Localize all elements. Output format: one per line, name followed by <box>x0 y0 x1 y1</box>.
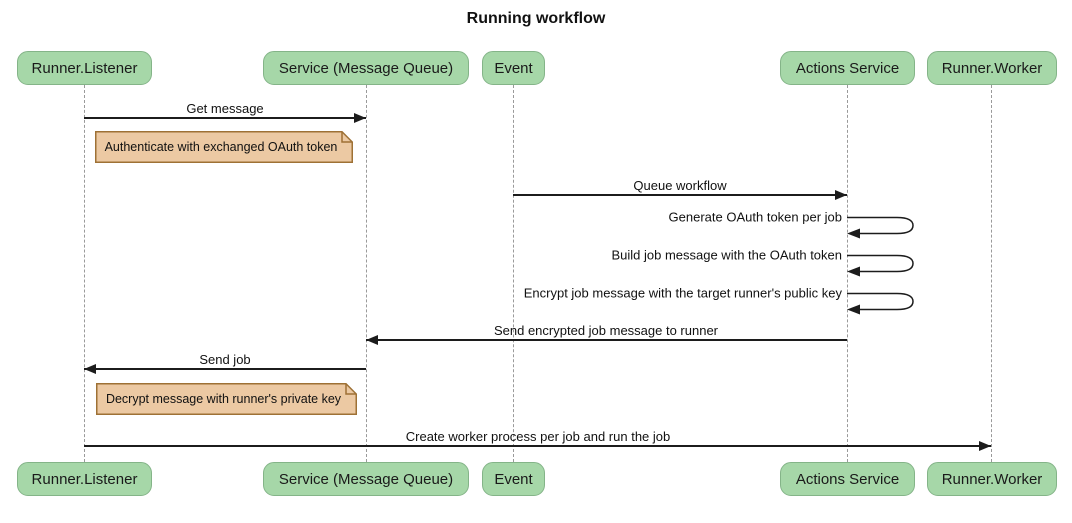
actor-label: Service (Message Queue) <box>278 470 454 488</box>
actor-label: Actions Service <box>795 59 900 77</box>
lifeline-runner-listener <box>83 85 85 462</box>
note-decrypt: Decrypt message with runner's private ke… <box>96 383 357 415</box>
self-loop-arrow-icon <box>847 216 914 239</box>
actor-runner-worker-top: Runner.Worker <box>927 51 1057 85</box>
note-shape-icon <box>96 383 357 415</box>
note-text: Authenticate with exchanged OAuth token <box>104 140 338 154</box>
actor-label: Runner.Worker <box>941 59 1043 77</box>
message-label-get-message: Get message <box>186 101 264 116</box>
message-line-send-encrypted <box>366 339 847 341</box>
message-label-create-worker: Create worker process per job and run th… <box>405 429 671 444</box>
actor-event-top: Event <box>482 51 545 85</box>
self-loop-arrow-icon <box>847 254 914 277</box>
message-label-queue-workflow: Queue workflow <box>633 178 727 193</box>
arrowhead-right-icon <box>979 441 991 451</box>
actor-actions-service-top: Actions Service <box>780 51 915 85</box>
message-label-encrypt-job-message: Encrypt job message with the target runn… <box>523 285 842 301</box>
actor-service-message-queue-bottom: Service (Message Queue) <box>263 462 469 496</box>
arrowhead-right-icon <box>835 190 847 200</box>
message-line-send-job <box>84 368 366 370</box>
actor-event-bottom: Event <box>482 462 545 496</box>
actor-label: Event <box>494 470 533 488</box>
message-label-send-encrypted: Send encrypted job message to runner <box>493 323 719 338</box>
note-authenticate: Authenticate with exchanged OAuth token <box>95 131 353 163</box>
message-label-send-job: Send job <box>199 352 251 367</box>
actor-label: Runner.Listener <box>31 59 138 77</box>
lifeline-service-message-queue <box>365 85 367 462</box>
diagram-title: Running workflow <box>466 10 606 27</box>
lifeline-runner-worker <box>990 85 992 462</box>
arrowhead-left-icon <box>84 364 96 374</box>
actor-label: Runner.Listener <box>31 470 138 488</box>
actor-label: Service (Message Queue) <box>278 59 454 77</box>
actor-service-message-queue-top: Service (Message Queue) <box>263 51 469 85</box>
lifeline-event <box>512 85 514 462</box>
actor-label: Runner.Worker <box>941 470 1043 488</box>
message-label-generate-oauth-token: Generate OAuth token per job <box>668 209 842 225</box>
lifeline-actions-service <box>846 85 848 462</box>
self-loop-arrow-icon <box>847 292 914 315</box>
message-label-build-job-message: Build job message with the OAuth token <box>611 247 842 263</box>
actor-label: Event <box>494 59 533 77</box>
actor-runner-listener-bottom: Runner.Listener <box>17 462 152 496</box>
arrowhead-right-icon <box>354 113 366 123</box>
actor-actions-service-bottom: Actions Service <box>780 462 915 496</box>
note-shape-icon <box>95 131 353 163</box>
message-line-create-worker <box>84 445 991 447</box>
message-line-get-message <box>84 117 366 119</box>
actor-runner-listener-top: Runner.Listener <box>17 51 152 85</box>
arrowhead-left-icon <box>366 335 378 345</box>
actor-runner-worker-bottom: Runner.Worker <box>927 462 1057 496</box>
note-text: Decrypt message with runner's private ke… <box>105 392 342 406</box>
message-line-queue-workflow <box>513 194 847 196</box>
actor-label: Actions Service <box>795 470 900 488</box>
